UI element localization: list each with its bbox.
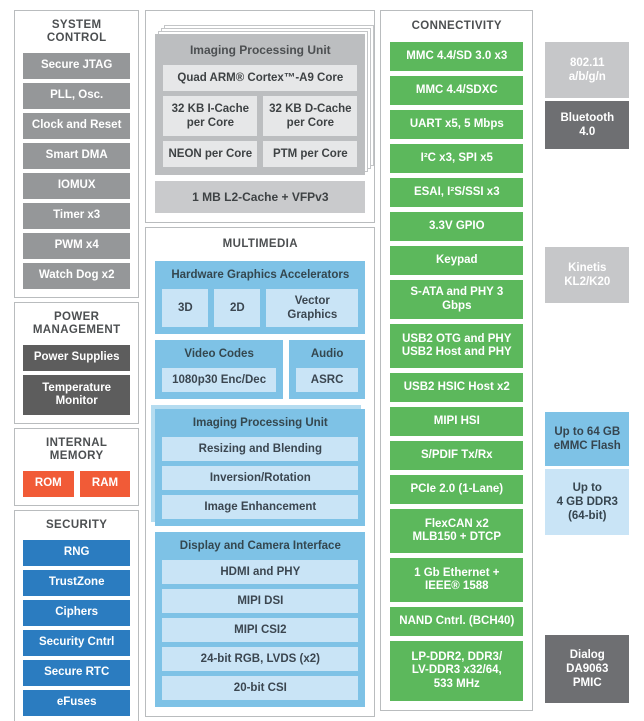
block-security-cntrl[interactable]: Security Cntrl [23, 630, 131, 656]
block-secure-rtc[interactable]: Secure RTC [23, 660, 131, 686]
ipu-stack: Imaging Processing Unit Resizing and Ble… [151, 405, 366, 526]
panel-title-security: SECURITY [45, 519, 108, 531]
block-clock-and-reset[interactable]: Clock and Reset [23, 113, 131, 139]
panel-title-connectivity: CONNECTIVITY [411, 20, 502, 32]
group-title-audio: Audio [310, 348, 344, 360]
panel-title-internal-memory: INTERNAL MEMORY [46, 437, 108, 462]
block-flexcan-mlb[interactable]: FlexCAN x2 MLB150 + DTCP [390, 509, 524, 553]
group-title-graphics: Hardware Graphics Accelerators [171, 269, 350, 281]
external-emmc-flash[interactable]: Up to 64 GB eMMC Flash [545, 412, 630, 466]
block-esai-i2s-ssi[interactable]: ESAI, I²S/SSI x3 [390, 178, 524, 207]
cpu-unit-row: NEON per Core PTM per Core [163, 141, 358, 167]
block-usb2-otg-host[interactable]: USB2 OTG and PHY USB2 Host and PHY [390, 324, 524, 368]
block-i2c-spi[interactable]: I²C x3, SPI x5 [390, 144, 524, 173]
block-mmc-sdxc[interactable]: MMC 4.4/SDXC [390, 76, 524, 105]
external-bluetooth[interactable]: Bluetooth 4.0 [545, 101, 630, 149]
external-kinetis[interactable]: Kinetis KL2/K20 [545, 247, 630, 303]
external-components-column: 802.11 a/b/g/n Bluetooth 4.0 Kinetis KL2… [541, 10, 636, 711]
block-24bit-rgb-lvds[interactable]: 24-bit RGB, LVDS (x2) [162, 647, 359, 671]
group-audio[interactable]: Audio ASRC [288, 340, 366, 399]
cpu-core[interactable]: Quad ARM® Cortex™-A9 Core [163, 65, 358, 91]
cpu-cache-row: 32 KB I-Cache per Core 32 KB D-Cache per… [163, 96, 358, 136]
internal-memory-row: ROM RAM [23, 471, 131, 497]
block-uart[interactable]: UART x5, 5 Mbps [390, 110, 524, 139]
panel-power-management: POWER MANAGEMENT Power Supplies Temperat… [14, 302, 140, 424]
panel-title-power-management: POWER MANAGEMENT [32, 311, 121, 336]
panel-title-system-control: SYSTEM CONTROL [46, 19, 107, 44]
block-2d[interactable]: 2D [214, 289, 261, 327]
block-iomux[interactable]: IOMUX [23, 173, 131, 199]
block-efuses[interactable]: eFuses [23, 690, 131, 716]
block-smart-dma[interactable]: Smart DMA [23, 143, 131, 169]
block-pll-osc[interactable]: PLL, Osc. [23, 83, 131, 109]
block-ram[interactable]: RAM [79, 471, 131, 497]
block-mipi-csi2[interactable]: MIPI CSI2 [162, 618, 359, 642]
cpu-icache[interactable]: 32 KB I-Cache per Core [163, 96, 258, 136]
block-mmc-sd-3-0[interactable]: MMC 4.4/SD 3.0 x3 [390, 42, 524, 71]
connectivity-column: CONNECTIVITY MMC 4.4/SD 3.0 x3 MMC 4.4/S… [380, 10, 534, 711]
video-audio-row: Video Codes 1080p30 Enc/Dec Audio ASRC [155, 340, 366, 399]
cpu-title: Imaging Processing Unit [189, 43, 331, 57]
group-title-ipu: Imaging Processing Unit [192, 417, 328, 429]
block-gpio[interactable]: 3.3V GPIO [390, 212, 524, 241]
cpu-dcache[interactable]: 32 KB D-Cache per Core [263, 96, 358, 136]
center-column: Imaging Processing Unit Quad ARM® Cortex… [145, 10, 376, 717]
block-pwm[interactable]: PWM x4 [23, 233, 131, 259]
block-nand-cntrl[interactable]: NAND Cntrl. (BCH40) [390, 607, 524, 636]
group-display-and-camera-interface[interactable]: Display and Camera Interface HDMI and PH… [155, 532, 366, 707]
block-image-enhancement[interactable]: Image Enhancement [162, 495, 359, 519]
panel-title-multimedia: MULTIMEDIA [222, 238, 298, 250]
external-pmic[interactable]: Dialog DA9063 PMIC [545, 635, 630, 703]
block-temperature-monitor[interactable]: Temperature Monitor [23, 375, 131, 415]
block-20bit-csi[interactable]: 20-bit CSI [162, 676, 359, 700]
external-wifi[interactable]: 802.11 a/b/g/n [545, 42, 630, 98]
panel-internal-memory: INTERNAL MEMORY ROM RAM [14, 428, 140, 506]
group-title-video: Video Codes [184, 348, 254, 360]
block-ddr-memory-ctrl[interactable]: LP-DDR2, DDR3/ LV-DDR3 x32/64, 533 MHz [390, 641, 524, 701]
block-mipi-dsi[interactable]: MIPI DSI [162, 589, 359, 613]
block-asrc[interactable]: ASRC [295, 368, 359, 392]
block-mipi-hsi[interactable]: MIPI HSI [390, 407, 524, 436]
panel-multimedia: MULTIMEDIA Hardware Graphics Accelerator… [145, 227, 376, 717]
block-secure-jtag[interactable]: Secure JTAG [23, 53, 131, 79]
cpu-ptm[interactable]: PTM per Core [263, 141, 358, 167]
graphics-row: 3D 2D Vector Graphics [162, 289, 359, 327]
block-vector-graphics[interactable]: Vector Graphics [266, 289, 359, 327]
block-hdmi-and-phy[interactable]: HDMI and PHY [162, 560, 359, 584]
block-watch-dog[interactable]: Watch Dog x2 [23, 263, 131, 289]
panel-connectivity: CONNECTIVITY MMC 4.4/SD 3.0 x3 MMC 4.4/S… [380, 10, 534, 711]
block-ethernet-ieee[interactable]: 1 Gb Ethernet + IEEE® 1588 [390, 558, 524, 602]
left-column: SYSTEM CONTROL Secure JTAG PLL, Osc. Clo… [14, 10, 140, 721]
block-power-supplies[interactable]: Power Supplies [23, 345, 131, 371]
block-timer[interactable]: Timer x3 [23, 203, 131, 229]
block-rom[interactable]: ROM [23, 471, 74, 497]
cpu-block[interactable]: Imaging Processing Unit Quad ARM® Cortex… [155, 34, 366, 175]
external-ddr3[interactable]: Up to 4 GB DDR3 (64-bit) [545, 469, 630, 535]
group-video-codes[interactable]: Video Codes 1080p30 Enc/Dec [155, 340, 283, 399]
group-hardware-graphics-accelerators[interactable]: Hardware Graphics Accelerators 3D 2D Vec… [155, 261, 366, 334]
block-spdif[interactable]: S/PDIF Tx/Rx [390, 441, 524, 470]
block-1080p30[interactable]: 1080p30 Enc/Dec [162, 368, 276, 392]
panel-security: SECURITY RNG TrustZone Ciphers Security … [14, 510, 140, 721]
cpu-neon[interactable]: NEON per Core [163, 141, 258, 167]
block-usb2-hsic-host[interactable]: USB2 HSIC Host x2 [390, 373, 524, 402]
panel-system-control: SYSTEM CONTROL Secure JTAG PLL, Osc. Clo… [14, 10, 140, 298]
block-3d[interactable]: 3D [162, 289, 209, 327]
cpu-l2-cache[interactable]: 1 MB L2-Cache + VFPv3 [155, 181, 366, 213]
block-rng[interactable]: RNG [23, 540, 131, 566]
block-ciphers[interactable]: Ciphers [23, 600, 131, 626]
block-keypad[interactable]: Keypad [390, 246, 524, 275]
cpu-stack: Imaging Processing Unit Quad ARM® Cortex… [155, 25, 375, 175]
panel-cpu: Imaging Processing Unit Quad ARM® Cortex… [145, 10, 376, 223]
group-title-display: Display and Camera Interface [179, 540, 341, 552]
block-pcie[interactable]: PCIe 2.0 (1-Lane) [390, 475, 524, 504]
block-inversion-rotation[interactable]: Inversion/Rotation [162, 466, 359, 490]
block-resizing-and-blending[interactable]: Resizing and Blending [162, 437, 359, 461]
block-trustzone[interactable]: TrustZone [23, 570, 131, 596]
group-imaging-processing-unit[interactable]: Imaging Processing Unit Resizing and Ble… [155, 409, 366, 526]
block-sata-phy[interactable]: S-ATA and PHY 3 Gbps [390, 280, 524, 319]
